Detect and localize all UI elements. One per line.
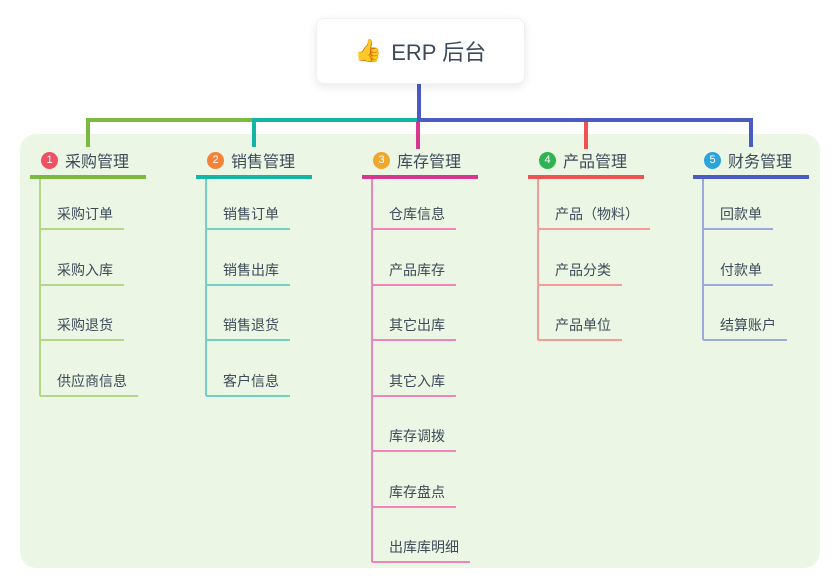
child-node[interactable]: 产品单位 [555,317,611,333]
child-node[interactable]: 仓库信息 [389,206,445,222]
child-node[interactable]: 销售退货 [223,317,279,333]
child-node[interactable]: 回款单 [720,206,762,222]
branch-number-badge: 4 [539,151,556,169]
child-node[interactable]: 产品库存 [389,262,445,278]
branch-label: 销售管理 [231,154,296,171]
branch-node-2[interactable]: 2 销售管理 [207,150,296,171]
branch-node-1[interactable]: 1 采购管理 [41,150,130,171]
branch-label: 采购管理 [65,154,130,171]
child-node[interactable]: 客户信息 [223,373,279,389]
branch-node-3[interactable]: 3 库存管理 [373,150,462,171]
branch-number-badge: 3 [373,151,390,169]
child-node[interactable]: 采购入库 [57,262,113,278]
child-node[interactable]: 销售订单 [223,206,279,222]
branch-number-badge: 1 [41,151,58,169]
branch-number-badge: 5 [704,151,721,169]
branch-node-4[interactable]: 4 产品管理 [539,150,628,171]
branches-panel [20,134,820,568]
branch-label: 产品管理 [563,154,628,171]
child-node[interactable]: 供应商信息 [57,373,127,389]
child-node[interactable]: 库存调拨 [389,428,445,444]
branch-node-5[interactable]: 5 财务管理 [704,150,793,171]
branch-number-badge: 2 [207,151,224,169]
child-node[interactable]: 采购订单 [57,206,113,222]
root-label: ERP 后台 [391,40,487,65]
child-node[interactable]: 库存盘点 [389,484,445,500]
child-node[interactable]: 结算账户 [720,317,776,333]
child-node[interactable]: 出库库明细 [389,539,459,555]
child-node[interactable]: 其它出库 [389,317,445,333]
root-node[interactable]: 👍 ERP 后台 [316,18,525,84]
thumbs-up-icon: 👍 [354,38,383,63]
child-node[interactable]: 销售出库 [223,262,279,278]
branch-label: 库存管理 [397,154,462,171]
child-node[interactable]: 采购退货 [57,317,113,333]
child-node[interactable]: 付款单 [720,262,762,278]
child-node[interactable]: 产品分类 [555,262,611,278]
branch-label: 财务管理 [728,154,793,171]
child-node[interactable]: 产品（物料） [555,206,639,222]
child-node[interactable]: 其它入库 [389,373,445,389]
